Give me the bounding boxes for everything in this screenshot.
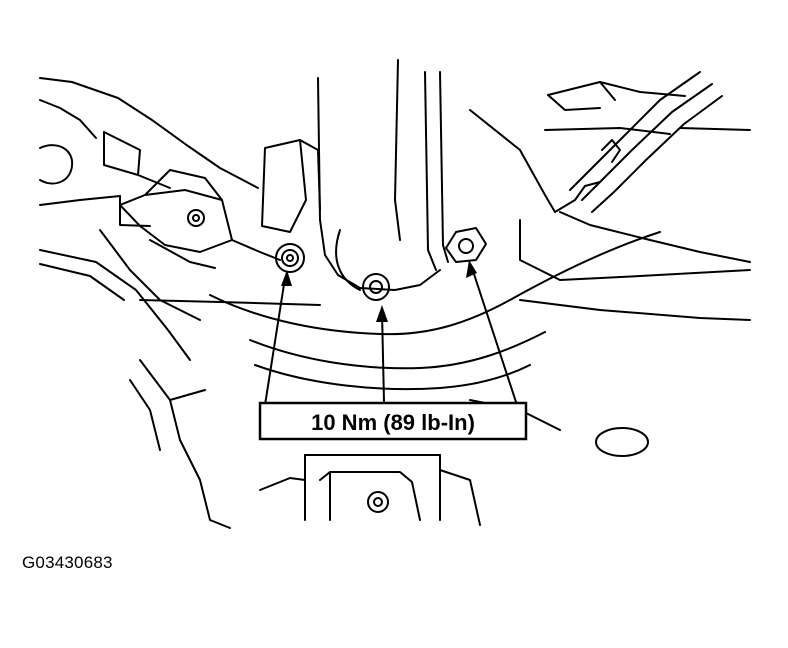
crossmember xyxy=(140,232,750,389)
left-frame-structure xyxy=(40,78,258,528)
center-column xyxy=(318,60,448,290)
fasteners xyxy=(276,228,486,300)
arrowhead-left xyxy=(281,270,292,286)
leader-lines xyxy=(265,268,516,405)
torque-label: 10 Nm (89 lb-In) xyxy=(311,410,475,435)
arrowhead-right xyxy=(466,260,477,278)
right-structure xyxy=(470,72,750,280)
callout-box xyxy=(260,403,526,439)
torque-callout: 10 Nm (89 lb-In) xyxy=(260,403,526,439)
arrowhead-center xyxy=(376,305,388,322)
frame-hole xyxy=(596,428,648,456)
figure-id: G03430683 xyxy=(22,553,113,572)
mounting-bracket xyxy=(120,140,320,268)
arrowheads xyxy=(281,260,477,322)
